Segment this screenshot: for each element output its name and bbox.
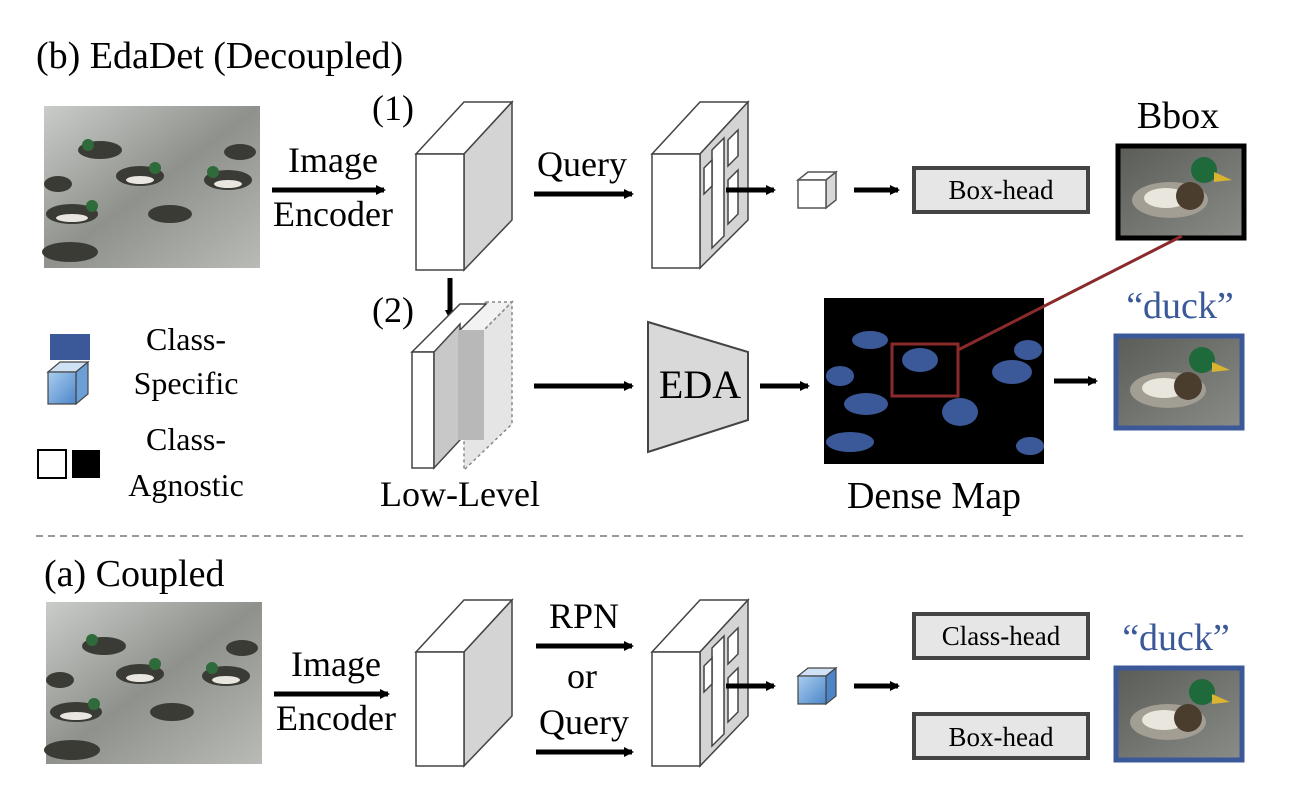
dense-map	[824, 298, 1044, 464]
legend-class-specific-cube	[46, 360, 90, 406]
section-a-title: (a) Coupled	[44, 553, 224, 595]
duck-label-a: “duck”	[1122, 617, 1230, 659]
box-head-a-label: Box-head	[949, 722, 1054, 752]
bbox-label: Bbox	[1137, 95, 1219, 137]
duck-pond-photo-a	[44, 602, 262, 764]
roi-cube-specific	[796, 666, 838, 706]
dense-map-label: Dense Map	[847, 475, 1021, 517]
legend-class-agnostic-line1: Class-	[146, 421, 226, 457]
rpn-label: RPN	[549, 596, 619, 636]
query-label-a: Query	[539, 702, 629, 742]
proposal-cube-a	[650, 598, 750, 768]
bbox-duck-crop	[1115, 143, 1247, 241]
encoder-label-b-line2: Encoder	[273, 194, 393, 234]
roi-cube-agnostic	[795, 170, 839, 210]
bbox-to-densemap-link	[957, 234, 1183, 352]
duck-output-crop-b	[1113, 333, 1245, 431]
feature-map-cube-a	[414, 598, 514, 768]
box-head-a	[912, 712, 1090, 760]
box-head-b	[912, 166, 1090, 214]
eda-label: EDA	[659, 362, 741, 407]
dense-map-roi-box	[890, 342, 960, 398]
or-label: or	[567, 656, 597, 696]
encoder-label-a-line1: Image	[291, 644, 381, 684]
duck-output-crop-a	[1113, 665, 1245, 763]
proposal-cube-b	[650, 100, 750, 270]
section-b-title: (b) EdaDet (Decoupled)	[36, 35, 403, 77]
low-level-label: Low-Level	[380, 474, 540, 514]
eda-block	[647, 320, 749, 454]
box-head-b-label: Box-head	[949, 175, 1054, 205]
legend: Class- Specific Class- Agnostic	[37, 321, 244, 503]
legend-class-specific-line2: Specific	[134, 365, 239, 401]
duck-label-b: “duck”	[1126, 285, 1234, 327]
legend-class-agnostic-white	[37, 449, 67, 479]
legend-class-agnostic-black	[72, 450, 100, 478]
legend-class-specific-line1: Class-	[146, 321, 226, 357]
low-level-feature-stack	[410, 300, 514, 472]
query-label-b: Query	[537, 144, 627, 184]
class-head-a	[912, 612, 1090, 660]
step1-label: (1)	[372, 88, 414, 128]
step2-label: (2)	[372, 290, 414, 330]
duck-pond-photo-b	[42, 106, 260, 268]
feature-map-cube-b	[414, 100, 514, 272]
legend-class-specific-square	[50, 334, 90, 360]
encoder-label-a-line2: Encoder	[276, 698, 396, 738]
encoder-label-b-line1: Image	[288, 140, 378, 180]
class-head-a-label: Class-head	[942, 621, 1061, 651]
legend-class-agnostic-line2: Agnostic	[128, 467, 244, 503]
